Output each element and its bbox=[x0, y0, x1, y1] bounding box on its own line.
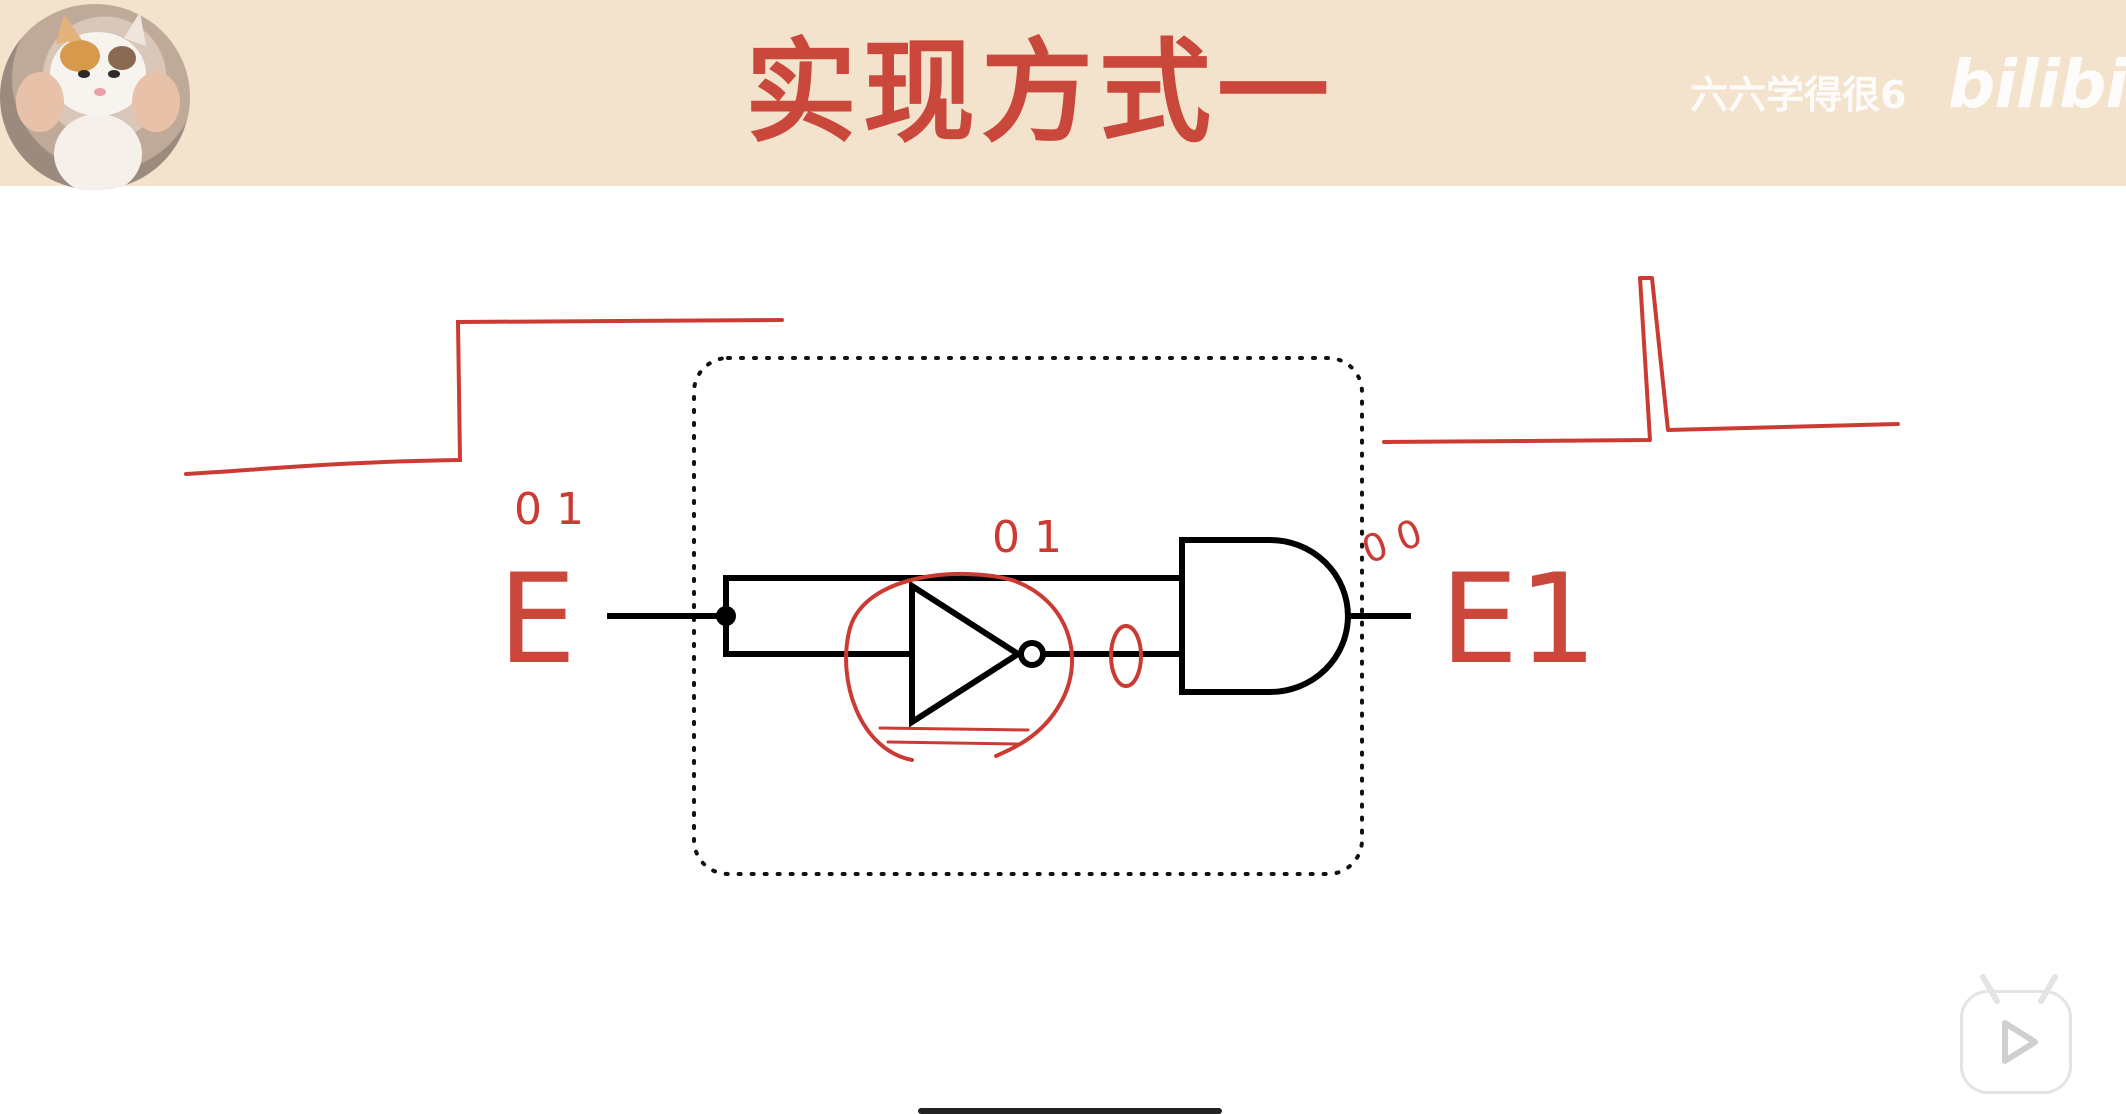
inverter-underline bbox=[878, 726, 1030, 746]
not-gate bbox=[909, 580, 1046, 728]
input-state-note: 0 1 bbox=[514, 484, 584, 535]
junction-dot bbox=[716, 606, 736, 626]
and-gate bbox=[1179, 537, 1351, 695]
top-wire-state-note: 0 1 bbox=[992, 512, 1062, 563]
play-icon bbox=[2002, 1020, 2038, 1064]
page-title: 实现方式一 bbox=[745, 28, 1335, 158]
channel-watermark: 六六学得很6 bbox=[1690, 73, 1907, 117]
inverter-output-zero-mark bbox=[1109, 624, 1143, 688]
play-button[interactable] bbox=[1960, 974, 2072, 1094]
inverter-highlight-circle bbox=[844, 571, 1074, 762]
output-state-note: 0 0 bbox=[1356, 510, 1428, 572]
input-waveform bbox=[184, 318, 784, 476]
output-label: E1 bbox=[1440, 548, 1597, 692]
header-banner: 实现方式一 六六学得很6 bilibili bbox=[0, 0, 2126, 190]
bilibili-logo: bilibili bbox=[1948, 46, 2126, 123]
output-waveform bbox=[1382, 276, 1900, 444]
module-boundary bbox=[692, 356, 1364, 876]
input-label: E bbox=[498, 548, 576, 692]
cat-photo-icon bbox=[16, 12, 180, 190]
home-indicator bbox=[918, 1108, 1222, 1114]
tv-ears-icon bbox=[1980, 974, 2058, 1004]
wires bbox=[607, 575, 1411, 657]
avatar bbox=[0, 4, 190, 190]
